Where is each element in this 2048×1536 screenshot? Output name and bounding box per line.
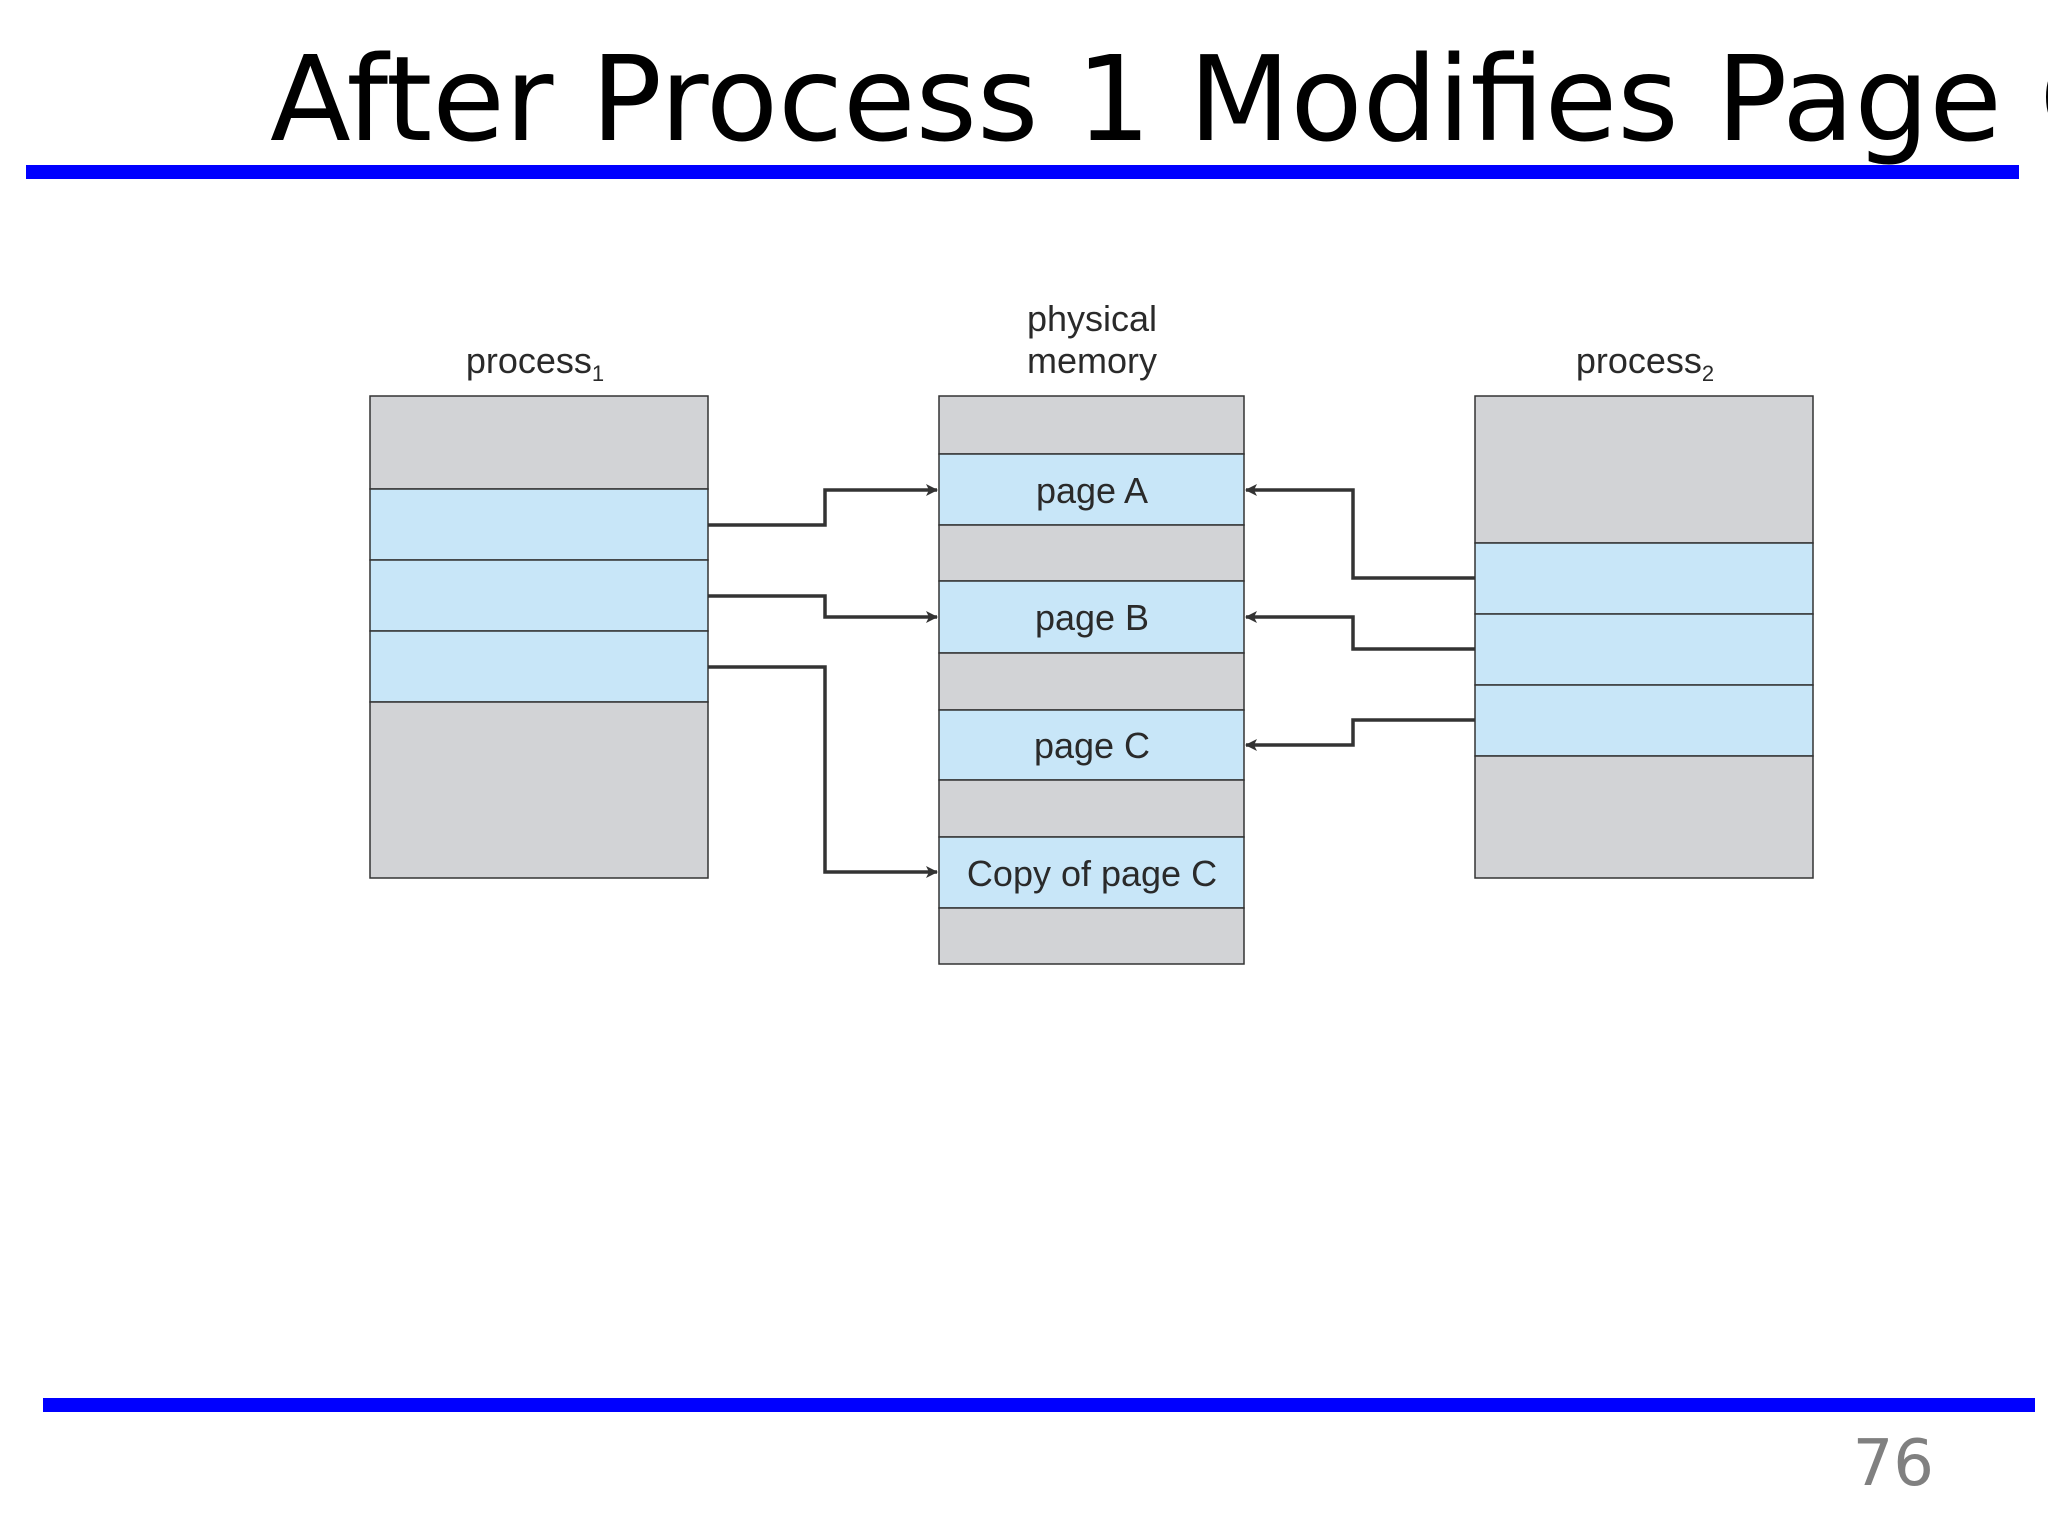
page-a-label: page A [1036,470,1148,511]
title-underline [26,165,2019,179]
arrow-p1-to-page-b [708,594,938,623]
arrow-p2-to-page-a [1245,484,1475,580]
process1-page-slot-c [369,630,709,703]
process2-unmapped-top [1474,395,1814,544]
process2-address-space [1474,395,1814,879]
process2-page-slot-b [1474,613,1814,686]
arrow-p2-to-page-c [1245,718,1475,751]
slide-number: 76 [1852,1427,1934,1501]
slide-title: After Process 1 Modifies Page C [270,30,2048,168]
page-b-label: page B [1035,597,1149,638]
copy-of-page-c-label: Copy of page C [967,853,1217,894]
frame-page-a [938,453,1245,526]
frame-free-4 [938,779,1245,838]
process2-page-slot-a [1474,542,1814,615]
frame-free-5 [938,907,1245,965]
process2-mappings [1245,484,1475,751]
process1-page-slot-a [369,488,709,561]
frame-free-2 [938,524,1245,582]
footer-rule [43,1398,2035,1412]
physical-memory: page A page B page C Copy of page C [938,395,1245,965]
page-c-label: page C [1034,725,1150,766]
arrow-p1-to-copy-of-page-c [708,665,938,878]
process1-mappings [708,484,938,878]
physical-memory-heading-line1: physical [1027,298,1157,339]
frame-free-1 [938,395,1245,455]
process1-page-slot-b [369,559,709,632]
physical-memory-heading-line2: memory [1027,340,1157,381]
arrow-p2-to-page-b [1245,611,1475,651]
frame-free-3 [938,652,1245,711]
process2-page-slot-c [1474,684,1814,757]
process1-unmapped-bottom [369,701,709,879]
frame-page-b [938,580,1245,654]
process1-unmapped-top [369,395,709,490]
process2-heading: process2 [1576,340,1714,386]
process1-address-space [369,395,709,879]
arrow-p1-to-page-a [708,484,938,527]
process1-heading: process1 [466,340,604,386]
process2-unmapped-bottom [1474,755,1814,879]
